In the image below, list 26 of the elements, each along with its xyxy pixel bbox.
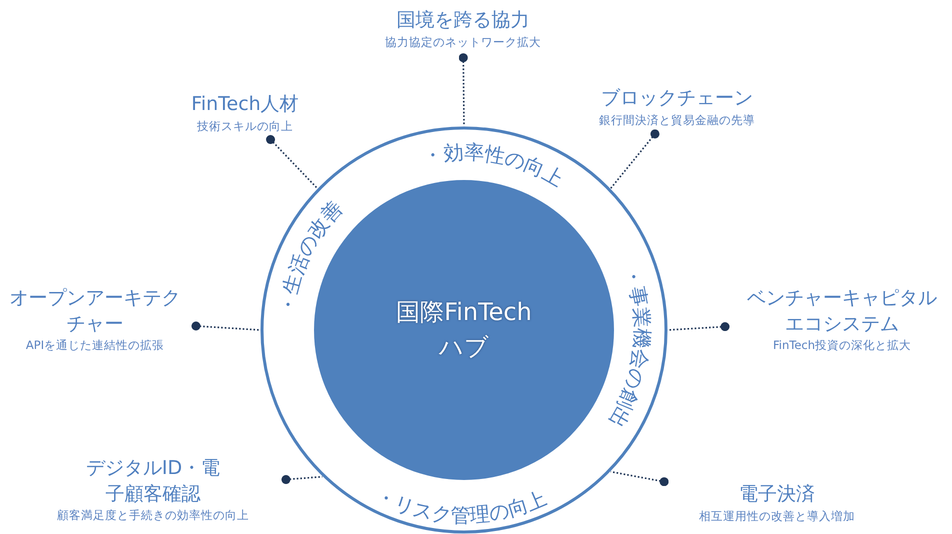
topic-description: APIを通じた連結性の拡張: [24, 337, 166, 354]
topic-description: FinTech投資の深化と拡大: [772, 337, 912, 354]
ring-label: ・事業機会の創出: [604, 263, 654, 432]
topic-heading: ブロックチェーン: [600, 86, 754, 111]
leader-line: [458, 53, 468, 126]
topic-description: 協力協定のネットワーク拡大: [384, 34, 542, 50]
leader-line: [610, 470, 669, 486]
topic-heading: 電子決済: [738, 482, 816, 507]
topic-description: 相互運用性の改善と導入増加: [698, 508, 856, 524]
topic-heading: オープンアーキテクチャー: [9, 286, 181, 337]
topic-heading: 国境を跨る協力: [396, 8, 530, 33]
topic-description: 銀行間決済と貿易金融の先導: [598, 112, 756, 128]
hub-label: 国際FinTechハブ: [395, 297, 533, 363]
ring-label: ・リスク管理の向上: [372, 482, 550, 528]
topic-heading: デジタルID・電子顧客確認: [84, 456, 222, 507]
topic-heading: ベンチャーキャピタルエコシステム: [746, 286, 938, 337]
leader-line: [610, 129, 660, 189]
leader-line: [668, 322, 730, 332]
ring-label: ・生活の改善: [274, 196, 347, 316]
topic-description: 技術スキルの向上: [196, 118, 294, 134]
topic-heading: FinTech人材: [190, 92, 300, 117]
leader-line: [281, 475, 322, 484]
ring-label: ・効率性の向上: [420, 140, 568, 192]
leader-line: [191, 322, 260, 331]
topic-description: 顧客満足度と手続きの効率性の向上: [56, 507, 250, 524]
leader-line: [266, 135, 318, 189]
